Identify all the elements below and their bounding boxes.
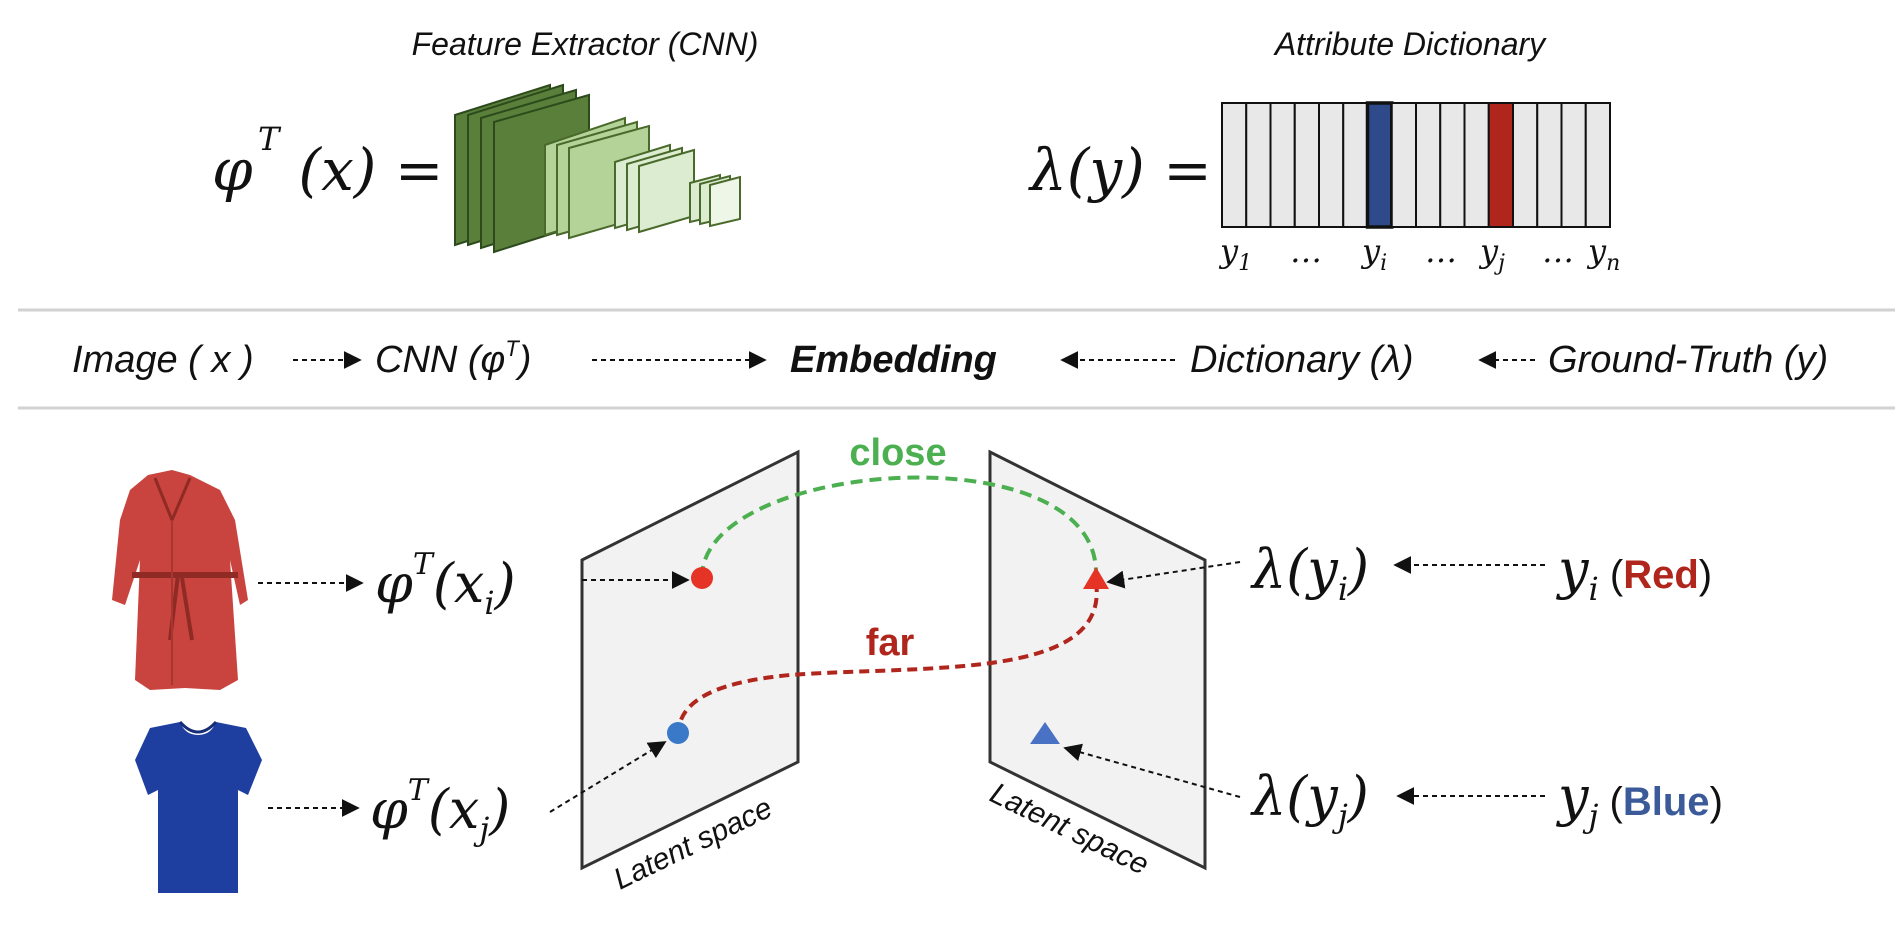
attribute-embedding-red-triangle <box>1083 567 1109 589</box>
image-embedding-blue-point <box>667 722 689 744</box>
phi-argument: (x) = <box>280 136 443 204</box>
dictionary-label: yn <box>1586 232 1620 276</box>
dictionary-cell <box>1390 102 1417 228</box>
dictionary-labels: y1 … yi … yj … yn <box>1218 232 1620 276</box>
dictionary-cell <box>1560 102 1587 228</box>
close-label: close <box>849 432 946 474</box>
pipeline-embedding: Embedding <box>790 339 997 381</box>
dictionary-cell <box>1439 102 1466 228</box>
dictionary-label: … <box>1425 232 1457 270</box>
phi-xj-label: φT(xj) <box>370 773 510 848</box>
attribute-dictionary-title: Attribute Dictionary <box>1273 26 1547 62</box>
dictionary-cell <box>1269 102 1296 228</box>
dictionary-label: … <box>1290 232 1322 270</box>
dictionary-vector <box>1221 101 1611 229</box>
dictionary-label: yj <box>1478 232 1505 276</box>
tshirt-icon <box>135 720 262 893</box>
close-curve <box>699 475 1099 579</box>
dictionary-cell <box>1318 102 1345 228</box>
phi-superscript: T <box>258 120 282 158</box>
coat-icon <box>112 470 248 690</box>
yj-blue-label: yj (Blue) <box>1556 765 1723 835</box>
image-embedding-red-point <box>691 567 713 589</box>
far-curve <box>676 581 1099 734</box>
dictionary-cell <box>1365 101 1394 229</box>
feature-extractor-title: Feature Extractor (CNN) <box>412 26 759 62</box>
lambda-equation: λ(y) = <box>1028 136 1212 204</box>
pipeline-ground-truth: Ground-Truth (y) <box>1548 339 1828 381</box>
lambda-yi-label: λ(yi) <box>1250 538 1369 608</box>
dictionary-cell <box>1342 102 1369 228</box>
dictionary-cell <box>1584 102 1611 228</box>
dictionary-cell <box>1221 102 1248 228</box>
dictionary-label: y1 <box>1218 232 1252 276</box>
dictionary-cell <box>1512 102 1539 228</box>
lambda-yj-label: λ(yj) <box>1250 765 1369 835</box>
phi-xi-label: φT(xi) <box>375 547 516 622</box>
dictionary-cell <box>1415 102 1442 228</box>
dictionary-label: … <box>1542 232 1574 270</box>
pipeline-row: Image ( x ) CNN (φT) Embedding Dictionar… <box>72 336 1828 381</box>
pipeline-image: Image ( x ) <box>72 339 254 381</box>
dictionary-cell <box>1245 102 1272 228</box>
dictionary-cell <box>1487 102 1514 228</box>
latent-plane-right <box>988 449 1207 871</box>
attribute-embedding-blue-triangle <box>1030 722 1060 744</box>
phi-equation: φ T (x) = <box>212 120 443 204</box>
dictionary-cell <box>1293 102 1320 228</box>
far-label: far <box>866 622 915 664</box>
phi-symbol: φ <box>212 136 253 204</box>
yi-red-label: yi (Red) <box>1556 538 1712 608</box>
pipeline-dictionary: Dictionary (λ) <box>1190 339 1414 381</box>
latent-plane-left <box>580 449 800 871</box>
pipeline-cnn: CNN (φT) <box>375 336 531 381</box>
dictionary-cell <box>1536 102 1563 228</box>
cnn-stack-icon <box>454 83 741 254</box>
dictionary-cell <box>1463 102 1490 228</box>
dictionary-label: yi <box>1360 232 1387 276</box>
